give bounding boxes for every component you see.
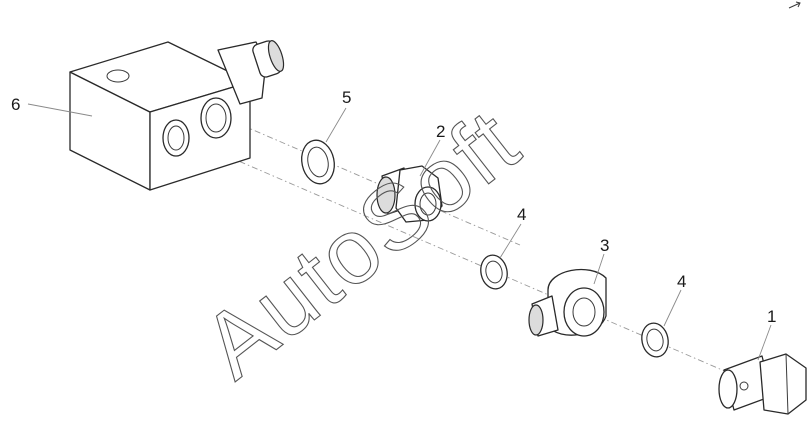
callout-3: 3: [600, 236, 609, 255]
assembly-axis-lines: [189, 119, 781, 396]
part-2-adapter-fitting: [376, 165, 443, 223]
part-3-banjo-fitting: [528, 268, 607, 337]
leader-lines: [27, 103, 772, 361]
part-5-sealing-washer: [301, 139, 335, 185]
callout-5: 5: [342, 88, 351, 107]
callout-6: 6: [11, 95, 20, 114]
callout-labels: 6 5 2 4 3 4 1: [11, 88, 776, 326]
part-4-sealing-washer-lower: [641, 322, 669, 358]
corner-mark: [788, 1, 801, 9]
callout-4-lower: 4: [677, 272, 686, 291]
callout-4-upper: 4: [517, 205, 526, 224]
part-1-banjo-bolt: [718, 353, 807, 415]
part-6-valve-block: [69, 40, 285, 191]
callout-1: 1: [767, 307, 776, 326]
callout-2: 2: [436, 122, 445, 141]
part-4-sealing-washer-upper: [480, 254, 508, 290]
